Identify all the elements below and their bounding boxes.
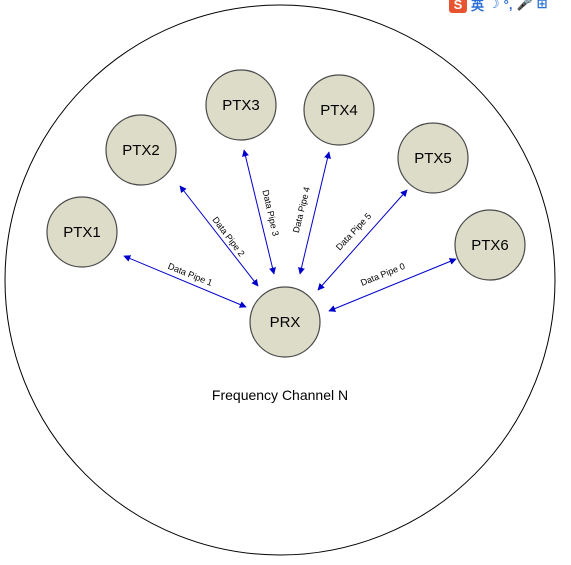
node-ptx6-label: PTX6 — [471, 237, 509, 254]
pipe-arrow-ptx1 — [123, 255, 247, 308]
frequency-channel-boundary — [4, 4, 556, 556]
ime-logo-icon[interactable]: S — [449, 0, 467, 13]
pipe-label-ptx4: Data Pipe 4 — [291, 186, 312, 234]
pipe-arrow-ptx4 — [298, 151, 331, 275]
ime-language-toggle[interactable]: 英 — [471, 0, 485, 13]
pipe-arrow-ptx6 — [328, 258, 457, 312]
node-ptx2-circle — [105, 114, 177, 186]
node-ptx1-label: PTX1 — [63, 224, 101, 241]
node-ptx5-label: PTX5 — [414, 150, 452, 167]
node-ptx1-circle — [46, 196, 118, 268]
node-ptx3-label: PTX3 — [222, 97, 260, 114]
node-ptx3: PTX3 — [205, 69, 277, 141]
pipe-label-ptx2: Data Pipe 2 — [210, 215, 246, 259]
node-prx: PRX — [249, 286, 321, 358]
pipe-label-ptx6: Data Pipe 0 — [359, 261, 406, 288]
ime-mic-icon[interactable]: 🎤 — [516, 0, 533, 11]
node-ptx3-circle — [205, 69, 277, 141]
node-prx-circle — [249, 286, 321, 358]
node-ptx4-label: PTX4 — [320, 102, 358, 119]
node-ptx6: PTX6 — [454, 209, 526, 281]
node-ptx6-circle — [454, 209, 526, 281]
node-ptx2: PTX2 — [105, 114, 177, 186]
ime-moon-icon[interactable]: ☽ — [488, 0, 500, 11]
pipe-label-ptx5: Data Pipe 5 — [334, 211, 373, 252]
ime-punctuation-icon[interactable]: °, — [503, 0, 513, 12]
node-ptx5: PTX5 — [397, 122, 469, 194]
node-ptx5-circle — [397, 122, 469, 194]
node-ptx2-label: PTX2 — [122, 142, 160, 159]
node-ptx4-circle — [303, 74, 375, 146]
node-ptx4: PTX4 — [303, 74, 375, 146]
channel-label: Frequency Channel N — [212, 387, 348, 403]
node-ptx1: PTX1 — [46, 196, 118, 268]
pipe-arrow-ptx3 — [242, 149, 276, 275]
ime-toolbar[interactable]: S 英 ☽ °, 🎤 ⊞ — [447, 0, 550, 14]
node-prx-label: PRX — [270, 314, 301, 331]
ime-grid-icon[interactable]: ⊞ — [536, 0, 548, 11]
